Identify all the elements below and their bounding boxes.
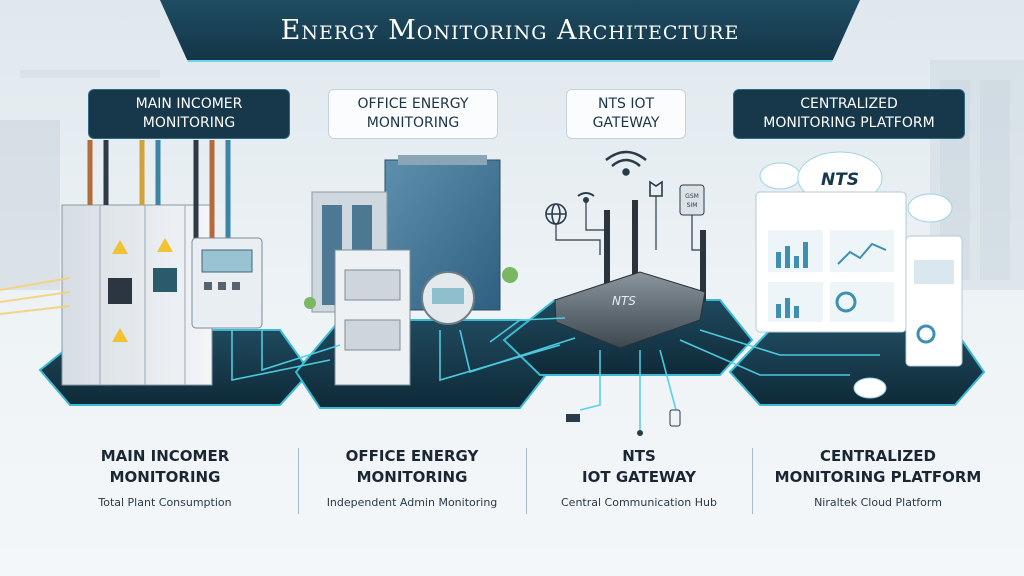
- sim-label-sim: SIM: [687, 202, 698, 209]
- top-label-line: Centralized: [800, 96, 898, 112]
- electrical-panel-illustration: [61, 140, 231, 386]
- caption-heading: Centralized: [820, 447, 936, 465]
- sim-card-icon: GSM SIM: [679, 184, 705, 216]
- top-label-cloud: Centralized Monitoring Platform: [733, 89, 965, 139]
- warning-icon: [112, 328, 128, 342]
- caption-divider: [298, 448, 299, 514]
- caption-subtitle: Central Communication Hub: [561, 496, 717, 509]
- dashboard-screens: [755, 191, 963, 367]
- top-label-line: NTS IoT: [597, 96, 655, 112]
- globe-icon: [545, 203, 567, 225]
- wifi-icon: [605, 150, 647, 176]
- caption-subtitle: Total Plant Consumption: [98, 496, 232, 509]
- caption-heading: IoT Gateway: [582, 468, 696, 486]
- top-label-line: Office Energy: [357, 96, 469, 112]
- caption-heading: Monitoring: [356, 468, 468, 486]
- caption-heading: Monitoring: [109, 468, 221, 486]
- power-input-lines: [0, 277, 71, 315]
- warning-icon: [157, 238, 173, 252]
- gateway-brand-label: NTS: [612, 294, 636, 308]
- caption-subtitle: Niraltek Cloud Platform: [814, 496, 942, 509]
- caption-heading: NTS: [622, 447, 656, 465]
- data-connection-lines: [231, 317, 880, 430]
- caption-heading: Office Energy: [345, 447, 479, 465]
- top-label-gateway: NTS IoT Gateway: [566, 89, 686, 139]
- caption-cloud: Centralized Monitoring Platform Niraltek…: [752, 446, 1004, 516]
- caption-gateway: NTS IoT Gateway Central Communication Hu…: [526, 446, 752, 516]
- warning-icon: [112, 240, 128, 254]
- platform-office: [294, 319, 550, 409]
- caption-office-energy: Office Energy Monitoring Independent Adm…: [298, 446, 526, 516]
- top-label-line: Monitoring: [142, 115, 236, 131]
- top-label-line: Monitoring: [366, 115, 460, 131]
- energy-meter-illustration: [191, 237, 263, 329]
- top-label-line: Gateway: [592, 115, 660, 131]
- caption-main-incomer: Main Incomer Monitoring Total Plant Cons…: [40, 446, 290, 516]
- gateway-connectors: [555, 196, 705, 255]
- caption-divider: [752, 448, 753, 514]
- cloud-brand-label: NTS: [821, 170, 859, 190]
- iot-gateway-router: NTS: [554, 200, 706, 349]
- smart-meter-illustration: [421, 271, 475, 325]
- top-label-office-energy: Office Energy Monitoring: [328, 89, 498, 139]
- caption-subtitle: Independent Admin Monitoring: [326, 496, 498, 509]
- caption-heading: Main Incomer: [100, 447, 230, 465]
- caption-heading: Monitoring Platform: [774, 468, 982, 486]
- endpoint-icons: [566, 409, 681, 436]
- page-title: Energy Monitoring Architecture: [280, 14, 740, 46]
- distribution-board-illustration: [334, 249, 411, 386]
- sim-label-gsm: GSM: [685, 193, 699, 200]
- cloud-platform-illustration: NTS: [759, 151, 953, 399]
- top-label-main-incomer: Main Incomer Monitoring: [88, 89, 290, 139]
- factory-icon: [649, 180, 663, 197]
- caption-divider: [526, 448, 527, 514]
- wifi-small-icon: [577, 192, 595, 203]
- title-banner: Energy Monitoring Architecture: [160, 0, 860, 62]
- top-label-line: Monitoring Platform: [763, 115, 935, 131]
- top-label-line: Main Incomer: [135, 96, 243, 112]
